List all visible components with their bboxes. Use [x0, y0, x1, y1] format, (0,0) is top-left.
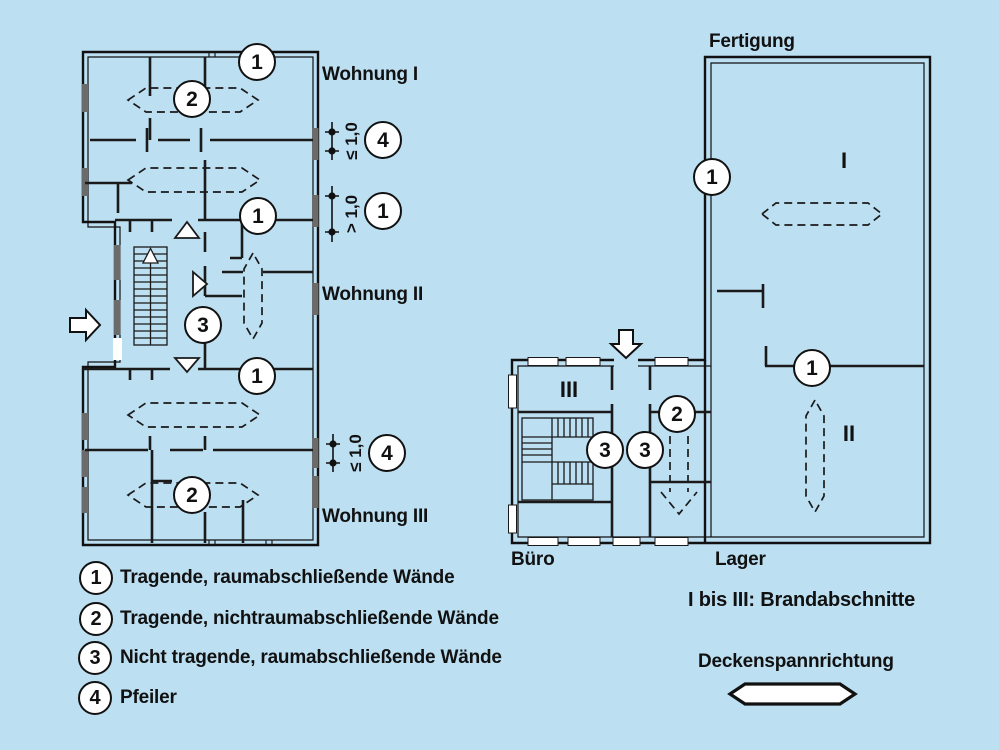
left-building-direction-triangles: [173, 220, 209, 374]
marker-corridor-wall: 3: [184, 306, 222, 344]
marker-left-lower-wall: 1: [238, 357, 276, 395]
marker-dim-middle: 1: [364, 192, 402, 230]
right-building-entry-arrow-icon: [608, 329, 644, 360]
marker-hall-outer-wall: 1: [693, 158, 731, 196]
marker-apartment3-wall: 2: [173, 476, 211, 514]
caption-fire-sections: I bis III: Brandabschnitte: [688, 589, 916, 611]
left-building-outline: [81, 50, 320, 547]
label-wohnung-3: Wohnung III: [322, 506, 429, 527]
left-building-staircase: [133, 246, 168, 346]
legend-marker-3: 3: [78, 641, 112, 675]
room-label-I: I: [840, 148, 848, 173]
dimension-marks: [325, 122, 340, 472]
left-building-entry-arrow-icon: [69, 307, 102, 343]
marker-office-top-wall: 2: [658, 395, 696, 433]
label-fertigung: Fertigung: [709, 31, 795, 52]
marker-office-wall-right: 3: [626, 431, 664, 469]
legend-label-1: Tragende, raumabschließende Wände: [120, 567, 455, 588]
left-building-wall-ticks: [208, 52, 273, 545]
legend-marker-4: 4: [78, 681, 112, 715]
dimension-label-top: ≤ 1,0: [342, 122, 361, 160]
legend-label-4: Pfeiler: [120, 687, 177, 708]
marker-apartment1-wall: 2: [173, 80, 211, 118]
legend-marker-1: 1: [79, 561, 113, 595]
label-lager: Lager: [715, 549, 766, 570]
left-building-interior-walls: [83, 57, 313, 543]
label-wohnung-2: Wohnung II: [322, 284, 424, 305]
marker-left-top-wall: 1: [238, 43, 276, 81]
dimension-label-bottom: ≤ 1,0: [346, 434, 365, 472]
caption-ceiling-span: Deckenspannrichtung: [698, 651, 894, 672]
right-building-staircase: [521, 417, 594, 501]
right-building-span-arrows: [660, 202, 884, 516]
marker-hall-inner-wall: 1: [793, 349, 831, 387]
left-building-entrance-opening: [113, 338, 122, 360]
marker-dim-top: 4: [364, 121, 402, 159]
legend-marker-2: 2: [79, 602, 113, 636]
right-building-interior-walls: [518, 284, 924, 537]
room-label-II: II: [842, 421, 856, 446]
left-building-windows: [81, 84, 319, 513]
ceiling-span-arrow-icon: [727, 682, 858, 706]
right-building-windows: [508, 357, 689, 546]
marker-left-mid-wall: 1: [239, 197, 277, 235]
dimension-label-middle: > 1,0: [342, 194, 361, 234]
room-label-III: III: [559, 377, 579, 402]
legend-label-3: Nicht tragende, raumabschließende Wände: [120, 647, 502, 668]
left-building-span-arrows: [126, 87, 263, 508]
marker-dim-bottom: 4: [368, 434, 406, 472]
marker-office-wall-left: 3: [586, 431, 624, 469]
right-building-outline: [510, 55, 932, 545]
label-buero: Büro: [511, 549, 555, 570]
label-wohnung-1: Wohnung I: [322, 64, 418, 85]
legend-label-2: Tragende, nichtraumabschließende Wände: [120, 608, 499, 629]
